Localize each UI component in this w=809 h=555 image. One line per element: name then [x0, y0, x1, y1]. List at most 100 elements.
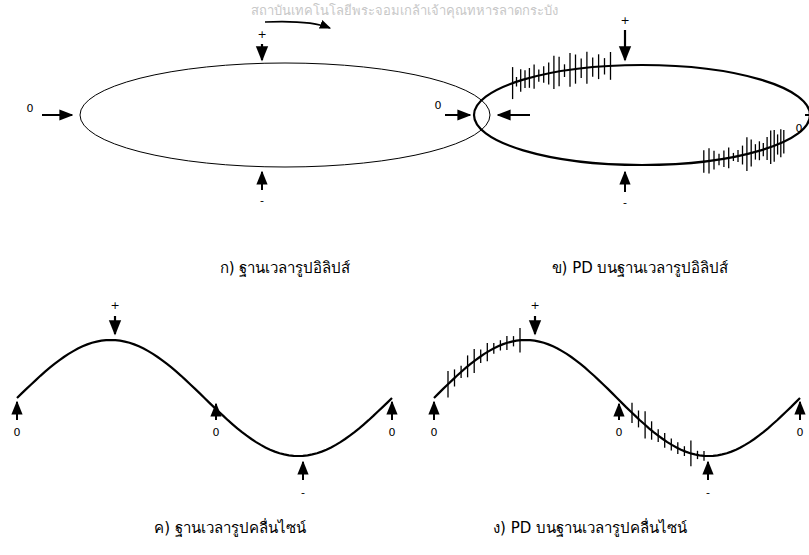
arrow	[618, 404, 620, 420]
pd-pulse	[598, 54, 599, 79]
polarity-sign: +	[257, 29, 266, 40]
zero-label: 0	[213, 427, 220, 438]
arrow	[805, 114, 809, 116]
pd-pulse	[487, 343, 488, 361]
pd-pulse	[783, 130, 784, 154]
polarity-sign: -	[623, 197, 627, 208]
pd-pulse	[755, 144, 756, 159]
pd-pulse	[697, 451, 698, 459]
polarity-sign: -	[260, 195, 264, 206]
pd-pulse	[558, 57, 559, 86]
pd-pulse	[569, 53, 570, 87]
arrow	[215, 404, 217, 420]
pd-pulse	[548, 62, 549, 84]
caption: ก) ฐานเวลารูปอิลิปส์	[220, 261, 351, 276]
pd-pulse	[516, 77, 517, 87]
ellipse-timebase	[80, 63, 490, 167]
arrow	[391, 402, 393, 420]
polarity-sign: -	[706, 487, 710, 498]
pd-pulse	[777, 134, 778, 154]
pd-pulse	[770, 130, 771, 164]
arrow	[707, 462, 709, 480]
pd-pulse	[460, 366, 461, 378]
zero-label: 0	[435, 100, 442, 111]
arrow	[16, 402, 18, 420]
arrow	[534, 316, 536, 334]
pd-pulse	[728, 147, 729, 168]
ellipse-timebase	[474, 65, 809, 165]
arrow	[624, 172, 626, 192]
pd-pulse	[493, 343, 494, 354]
pd-pulse	[447, 371, 448, 398]
pd-pulse	[529, 68, 530, 88]
arrow	[114, 316, 116, 334]
pd-pulse	[581, 59, 582, 79]
polarity-sign: -	[301, 487, 305, 498]
zero-label: 0	[796, 123, 803, 134]
pd-pulse	[644, 411, 645, 438]
pd-pulse	[677, 442, 678, 454]
pd-pulse	[780, 129, 781, 157]
pd-pulse	[733, 153, 734, 161]
pd-pulse	[500, 340, 501, 350]
pd-pulse	[713, 151, 714, 170]
arrow	[799, 402, 801, 420]
caption: ข) PD บนฐานเวลารูปอิลิปส์	[552, 261, 729, 276]
pd-pulse	[512, 67, 513, 99]
pd-pulse	[506, 336, 507, 350]
pd-pulse	[703, 150, 704, 172]
pd-pulse	[575, 55, 576, 84]
arrow	[498, 114, 530, 116]
pd-pulse	[520, 69, 521, 92]
pd-pulse	[610, 52, 611, 80]
pd-pulse	[766, 137, 767, 160]
pd-pulse	[737, 150, 738, 162]
pd-pulse	[467, 355, 468, 377]
pd-pulse	[480, 350, 481, 364]
arrow	[433, 402, 435, 420]
pd-pulse	[638, 411, 639, 428]
arrow	[445, 114, 470, 116]
pd-pulse	[723, 150, 724, 167]
pd-pulse	[759, 141, 760, 160]
zero-label: 0	[431, 427, 438, 438]
pd-pulse	[774, 130, 775, 162]
pd-pulse	[564, 64, 565, 77]
pd-pulse	[604, 58, 605, 74]
pd-pulse	[664, 433, 665, 448]
polarity-sign: +	[530, 300, 539, 311]
sine-timebase	[434, 340, 800, 456]
pd-pulse	[742, 146, 743, 165]
pd-pulse	[513, 336, 514, 346]
arrow	[302, 462, 304, 480]
caption: ง) PD บนฐานเวลารูปคลื่นไซน์	[493, 521, 687, 536]
pd-pulse	[631, 403, 632, 423]
pd-pulse	[718, 154, 719, 166]
pd-pulse	[592, 58, 593, 77]
sine-timebase	[17, 340, 392, 456]
pd-pulse	[543, 66, 544, 83]
pd-pulse	[746, 137, 747, 171]
watermark: สถาบันเทคโนโลยีพระจอมเกล้าเจ้าคุณทหารลาด…	[251, 4, 558, 17]
polarity-sign: +	[620, 15, 629, 26]
pd-pulse	[651, 421, 652, 439]
pd-pulse	[708, 148, 709, 173]
pd-pulse	[533, 65, 534, 89]
pd-pulse	[519, 328, 520, 352]
zero-label: 0	[797, 427, 804, 438]
pd-pulse	[763, 143, 764, 156]
caption: ค) ฐานเวลารูปคลื่นไซน์	[154, 521, 306, 536]
arrow	[42, 114, 72, 116]
pd-pulse	[658, 429, 659, 442]
zero-label: 0	[616, 427, 623, 438]
arrow	[624, 30, 626, 60]
rotation-arrow	[265, 22, 330, 28]
pd-pulse	[586, 52, 587, 84]
zero-label: 0	[27, 103, 34, 114]
polarity-sign: +	[110, 300, 119, 311]
pd-pulse	[524, 70, 525, 88]
arrow	[261, 172, 263, 190]
pd-pulse	[671, 439, 672, 451]
